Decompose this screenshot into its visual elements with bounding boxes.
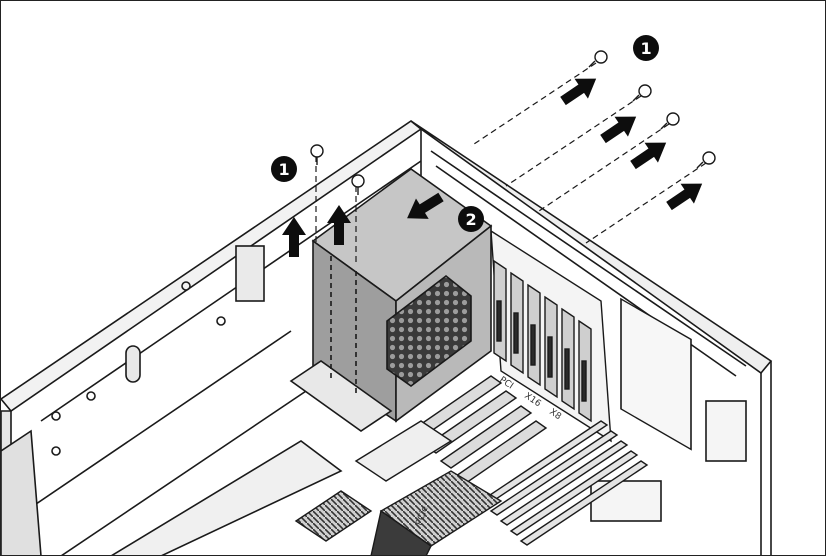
- screw-paths: [315, 62, 707, 266]
- screw-icon: [588, 50, 608, 68]
- callout-slide-cage: 2: [458, 206, 484, 232]
- callout-screws-top: 1: [271, 156, 297, 182]
- screw-icon: [660, 112, 680, 130]
- arrow-icon: [327, 205, 351, 245]
- callout-screws-rear: 1: [633, 35, 659, 61]
- arrow-icon: [630, 142, 667, 170]
- fan-grille-icon: [386, 274, 472, 387]
- screw-icon: [632, 84, 652, 102]
- arrow-icon: [282, 217, 306, 257]
- screw-icon: [696, 151, 716, 169]
- pci-slots: [294, 229, 649, 555]
- arrow-icon: [666, 183, 703, 211]
- arrow-icon: [600, 116, 637, 144]
- callout-label: 1: [640, 39, 651, 58]
- arrows: [282, 78, 703, 257]
- screw-icon: [310, 144, 324, 165]
- callout-label: 1: [278, 160, 289, 179]
- arrow-icon: [560, 78, 597, 106]
- callout-label: 2: [465, 210, 476, 229]
- screws: [310, 50, 716, 195]
- fan-cage: [289, 168, 493, 432]
- arrow-icon: [407, 192, 444, 219]
- chassis: [1, 120, 773, 555]
- screw-icon: [351, 174, 365, 195]
